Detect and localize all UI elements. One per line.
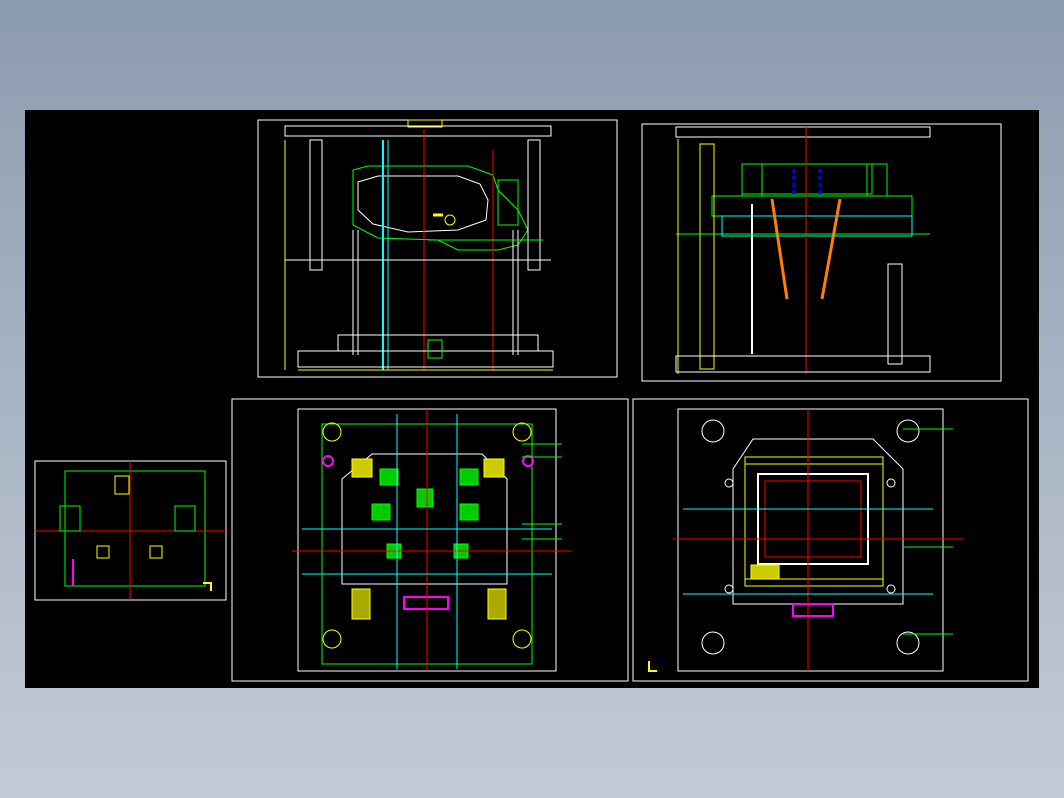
core-insert-inner <box>764 480 862 558</box>
slider-block <box>497 179 519 226</box>
insert-block <box>174 505 196 532</box>
guide-pin-hole <box>896 631 920 655</box>
side-block <box>741 163 763 197</box>
bottom-clamp-plate <box>675 355 931 373</box>
side-block <box>866 163 888 197</box>
insert-block <box>149 545 163 559</box>
bolt-hole <box>724 478 734 488</box>
insert-block <box>114 475 130 495</box>
guide-pin-hole <box>322 422 342 442</box>
side-section-view-right[interactable] <box>641 123 1002 382</box>
mold-plate <box>721 215 913 237</box>
support-pillar <box>887 263 903 365</box>
bolt-hole <box>886 584 896 594</box>
corner-mark <box>648 661 657 672</box>
nozzle-block <box>427 339 443 359</box>
top-clamp-plate <box>407 119 443 128</box>
fixed-half-plan-view[interactable] <box>231 398 629 682</box>
green-insert <box>459 468 479 486</box>
cad-drawing-canvas[interactable] <box>25 110 1039 688</box>
green-insert <box>459 503 479 521</box>
magenta-mark <box>322 455 334 467</box>
guide-pin-hole <box>896 419 920 443</box>
support-pillar <box>309 139 323 271</box>
guide-pin-hole <box>322 629 342 649</box>
yellow-insert <box>487 588 507 620</box>
guide-pin-hole <box>701 419 725 443</box>
yellow-insert <box>483 458 505 478</box>
guide-pin-hole <box>512 422 532 442</box>
mold-outline <box>675 126 931 138</box>
yellow-insert <box>351 458 373 478</box>
angled-lifter <box>770 198 789 300</box>
sheet-frame <box>257 119 618 378</box>
guide-pin-hole <box>701 631 725 655</box>
magenta-gate <box>403 596 449 610</box>
yellow-label-block <box>750 564 780 580</box>
cavity-octagon <box>341 453 508 585</box>
bottom-clamp-plate <box>297 350 554 368</box>
mold-outline <box>284 125 552 137</box>
yellow-insert <box>351 588 371 620</box>
moving-half-plan-view[interactable] <box>632 398 1029 682</box>
sheet-frame <box>632 398 1029 682</box>
core-profile <box>357 175 489 233</box>
mold-plate <box>711 195 913 217</box>
green-insert <box>371 503 391 521</box>
side-section-view-left[interactable] <box>257 119 618 378</box>
angled-lifter <box>820 198 842 300</box>
green-insert <box>416 488 434 508</box>
plate-outline <box>64 470 206 587</box>
guide-pin-hole <box>512 629 532 649</box>
green-insert <box>379 468 399 486</box>
magenta-mark <box>522 455 534 467</box>
yellow-strip <box>744 578 884 587</box>
bolt-hole <box>886 478 896 488</box>
small-detail-view[interactable] <box>34 460 227 601</box>
sheet-frame <box>231 398 629 682</box>
insert-block <box>59 505 81 532</box>
core-insert <box>757 473 869 565</box>
core-octagon <box>732 438 904 605</box>
magenta-gate <box>792 603 834 617</box>
sheet-frame <box>641 123 1002 382</box>
insert-block <box>96 545 110 559</box>
support-pillar <box>527 139 541 271</box>
dowel-symbol <box>444 214 456 226</box>
ejector-plate <box>337 334 539 352</box>
plate-outline <box>677 408 944 672</box>
corner-mark <box>203 582 212 591</box>
yellow-strip <box>744 456 884 465</box>
cad-viewport[interactable] <box>25 110 1039 688</box>
cavity-profile <box>352 165 529 251</box>
bolt-hole <box>724 584 734 594</box>
support-pillar <box>699 143 715 370</box>
